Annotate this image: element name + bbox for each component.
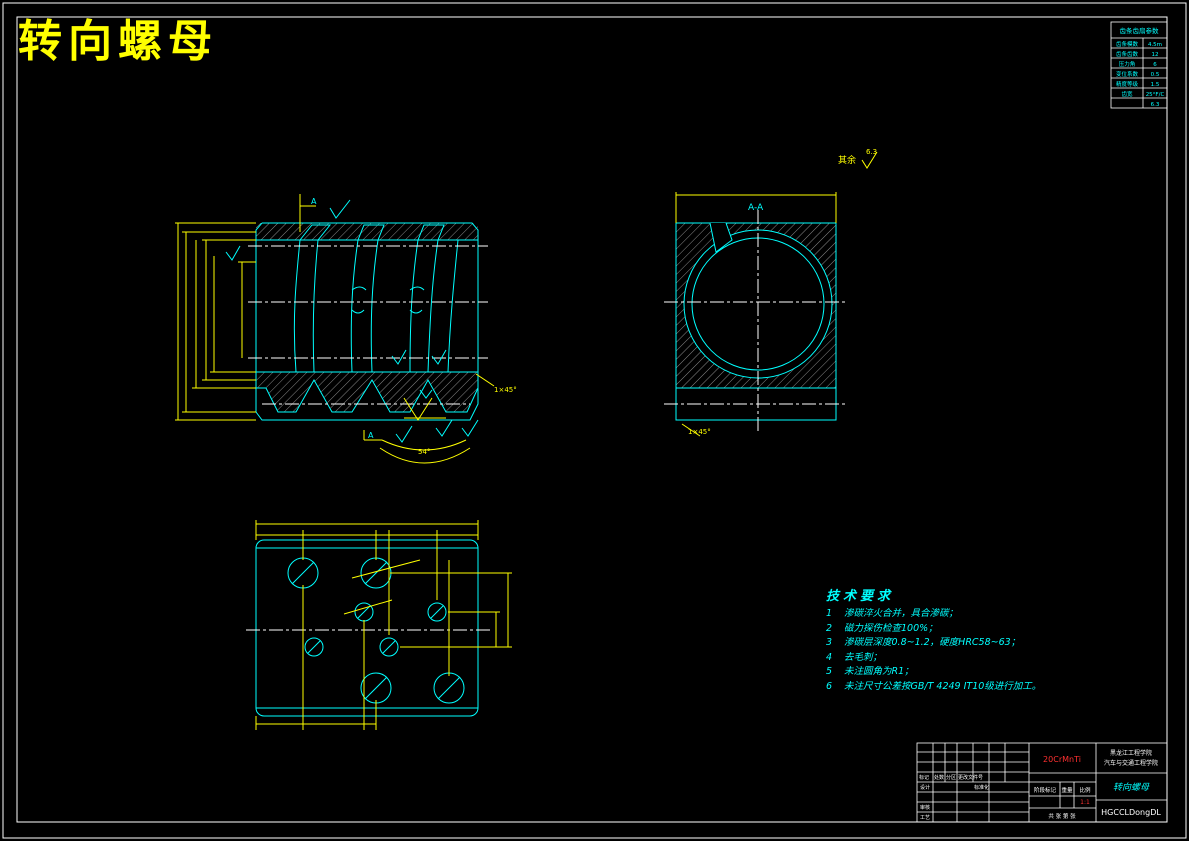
pitch-angle-label: 54° bbox=[418, 448, 430, 456]
param-name: 精度等级 bbox=[1116, 80, 1139, 88]
tech-requirements: 技术要求 1 渗碳淬火合并，具合渗碳； 2 磁力探伤检查100%； 3 渗碳层深度0.… bbox=[826, 585, 1041, 694]
sheet-count: 共 张 第 张 bbox=[1048, 812, 1076, 820]
part-name: 转向螺母 bbox=[1113, 782, 1150, 793]
school-name: 黑龙江工程学院 bbox=[1110, 749, 1152, 757]
item-text: 磁力探伤检查100%； bbox=[844, 622, 938, 634]
item-text: 未注圆角为R1； bbox=[844, 666, 914, 677]
front-view bbox=[175, 194, 495, 464]
drawing-number: HGCCLDongDL bbox=[1101, 808, 1161, 817]
param-value: 6.3 bbox=[1151, 102, 1160, 108]
param-value: 1.5 bbox=[1151, 82, 1160, 88]
roughness-value: 6.3 bbox=[866, 148, 877, 156]
tech-requirement-item: 6 未注尺寸公差按GB/T 4249 IT10级进行加工。 bbox=[826, 680, 1041, 695]
item-number: 2 bbox=[826, 622, 833, 634]
tech-requirement-item: 5 未注圆角为R1； bbox=[826, 665, 1041, 680]
inner-border bbox=[16, 16, 1168, 823]
stage-mark-label: 阶段标记 bbox=[1034, 786, 1057, 794]
tech-requirement-item: 1 渗碳淬火合并，具合渗碳； bbox=[826, 607, 1041, 622]
review-label: 审核 bbox=[920, 804, 930, 811]
scale-value: 1:1 bbox=[1080, 799, 1090, 806]
drawing-title: 转向螺母 bbox=[18, 16, 218, 67]
material-label: 20CrMnTi bbox=[1043, 755, 1081, 764]
section-mark-a-top: A bbox=[311, 197, 317, 206]
sign-row-label: 分区 bbox=[946, 774, 956, 781]
param-name: 齿条模数 bbox=[1116, 40, 1139, 48]
section-mark-a-bottom: A bbox=[368, 431, 374, 440]
sign-row-label: 标记 bbox=[919, 774, 929, 781]
param-name: 齿宽 bbox=[1121, 90, 1133, 98]
scale-label: 比例 bbox=[1079, 786, 1091, 794]
bottom-view bbox=[246, 520, 512, 730]
param-name: 变位系数 bbox=[1116, 70, 1139, 78]
item-number: 6 bbox=[826, 680, 833, 692]
tech-requirement-item: 2 磁力探伤检查100%； bbox=[826, 622, 1041, 637]
param-value: 25°F/C bbox=[1146, 92, 1165, 98]
weight-label: 重量 bbox=[1061, 786, 1073, 794]
chamfer-label-section: 1×45° bbox=[688, 428, 711, 436]
sign-row-label: 更改文件号 bbox=[958, 774, 983, 781]
tech-requirements-heading: 技术要求 bbox=[826, 589, 895, 604]
chamfer-label-front: 1×45° bbox=[494, 386, 517, 394]
param-table-heading: 齿条齿扇参数 bbox=[1120, 26, 1160, 35]
param-value: 0.5 bbox=[1151, 72, 1160, 78]
college-name: 汽车与交通工程学院 bbox=[1104, 759, 1158, 767]
item-number: 5 bbox=[826, 666, 833, 677]
tech-requirement-item: 3 渗碳层深度0.8~1.2，硬度HRC58~63； bbox=[826, 636, 1041, 651]
param-name: 压力角 bbox=[1119, 60, 1136, 68]
standardization-label: 标准化 bbox=[974, 784, 989, 791]
item-text: 渗碳层深度0.8~1.2，硬度HRC58~63； bbox=[844, 637, 1021, 648]
roughness-note: 其余 bbox=[838, 154, 856, 166]
item-text: 去毛刺； bbox=[844, 651, 883, 663]
item-text: 未注尺寸公差按GB/T 4249 IT10级进行加工。 bbox=[844, 680, 1042, 692]
section-view bbox=[664, 151, 878, 437]
item-number: 1 bbox=[826, 608, 833, 619]
title-block bbox=[916, 742, 1168, 823]
param-value: 12 bbox=[1152, 52, 1159, 58]
param-table bbox=[1110, 21, 1168, 109]
item-number: 4 bbox=[826, 651, 833, 663]
process-label: 工艺 bbox=[920, 815, 930, 821]
tech-requirement-item: 4 去毛刺； bbox=[826, 651, 1041, 666]
sign-row-label: 处数 bbox=[934, 774, 944, 781]
param-value: 6 bbox=[1153, 62, 1157, 68]
param-value: 4.5m bbox=[1148, 42, 1162, 48]
design-label: 设计 bbox=[920, 784, 930, 791]
param-name: 齿条齿数 bbox=[1116, 50, 1139, 58]
item-text: 渗碳淬火合并，具合渗碳； bbox=[844, 608, 959, 619]
section-label: A-A bbox=[748, 203, 764, 213]
item-number: 3 bbox=[826, 637, 833, 648]
